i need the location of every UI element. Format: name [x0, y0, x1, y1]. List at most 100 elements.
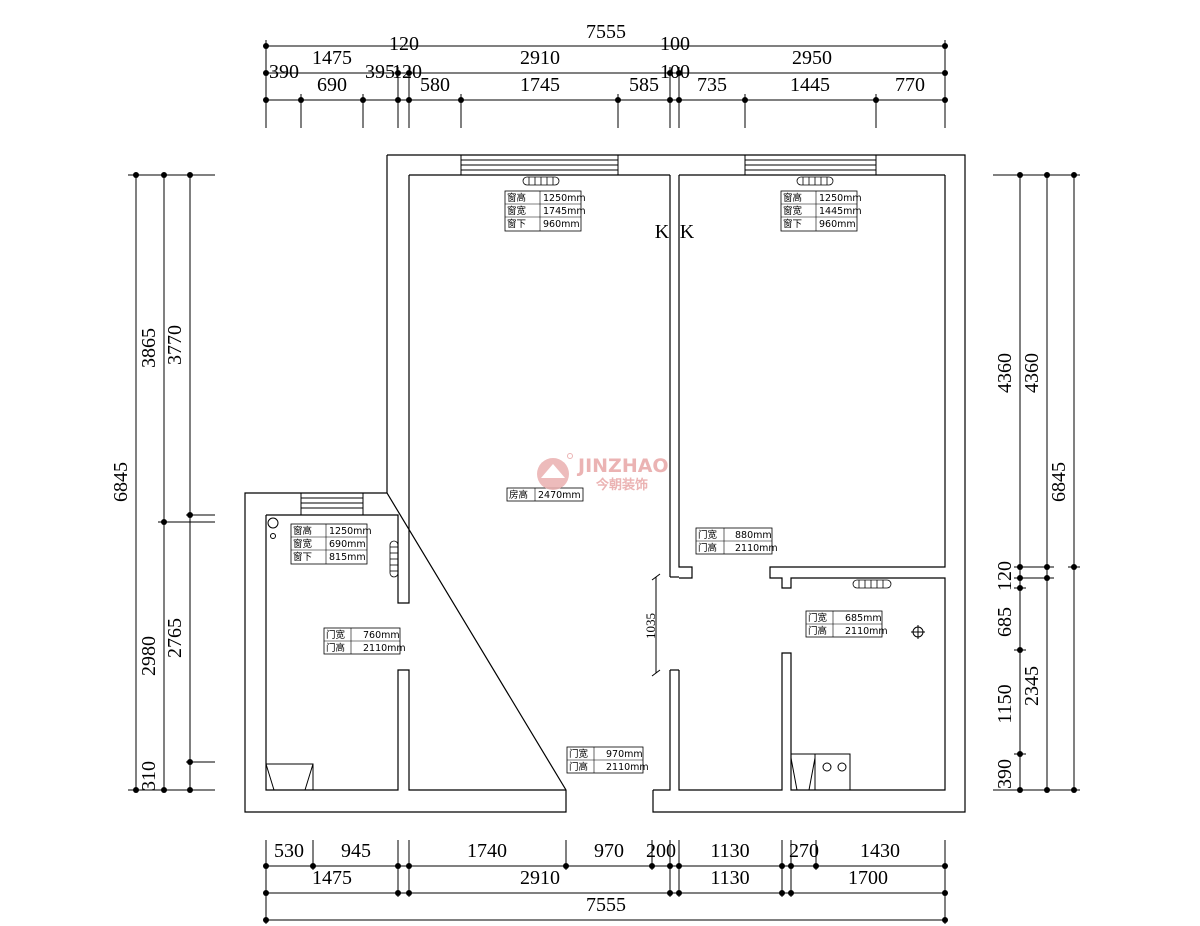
svg-text:门高: 门高: [698, 542, 717, 554]
svg-text:2110mm: 2110mm: [845, 626, 888, 637]
svg-text:房高: 房高: [509, 489, 528, 501]
svg-text:3770: 3770: [164, 325, 186, 365]
svg-text:580: 580: [420, 74, 450, 96]
svg-text:970: 970: [594, 840, 624, 862]
svg-text:200: 200: [646, 840, 676, 862]
radiator-top-left: [522, 176, 560, 186]
radiator-kitchen: [852, 579, 892, 589]
svg-text:1430: 1430: [860, 840, 900, 862]
svg-text:1250mm: 1250mm: [543, 193, 586, 204]
door-spec-table-1: 门宽 880mm 门高 2110mm: [695, 527, 778, 555]
floor-drain-icon: [911, 625, 925, 639]
svg-text:2470mm: 2470mm: [538, 490, 581, 501]
svg-text:1745: 1745: [520, 74, 560, 96]
svg-text:1250mm: 1250mm: [819, 193, 862, 204]
svg-text:390: 390: [994, 759, 1016, 789]
svg-text:窗下: 窗下: [507, 218, 526, 230]
window-top-left: [460, 154, 619, 176]
door-spec-table-2: 门宽 685mm 门高 2110mm: [805, 610, 888, 638]
svg-text:1250mm: 1250mm: [329, 526, 372, 537]
svg-text:770: 770: [895, 74, 925, 96]
marker-k-2: K: [680, 221, 695, 243]
window-spec-table-2: 窗高 1250mm 窗宽 1445mm 窗下 960mm: [780, 190, 862, 232]
top-dimension-labels: 7555 1475 120 2910 100 2950 390 690 395 …: [269, 21, 925, 96]
svg-text:门高: 门高: [326, 642, 345, 654]
svg-text:4360: 4360: [1021, 353, 1043, 393]
svg-text:门高: 门高: [569, 761, 588, 773]
radiator-left-room: [389, 540, 399, 578]
svg-text:2110mm: 2110mm: [363, 643, 406, 654]
svg-text:100: 100: [660, 33, 690, 55]
svg-text:815mm: 815mm: [329, 552, 366, 563]
window-top-right: [744, 154, 877, 176]
left-dimensions: [128, 174, 215, 791]
svg-text:1740: 1740: [467, 840, 507, 862]
svg-text:100: 100: [660, 61, 690, 83]
svg-text:1150: 1150: [994, 684, 1016, 723]
svg-text:585: 585: [629, 74, 659, 96]
svg-text:685mm: 685mm: [845, 613, 882, 624]
svg-text:1475: 1475: [312, 47, 352, 69]
room-height-table: 房高 2470mm: [506, 487, 584, 502]
top-dimensions: [265, 40, 946, 128]
svg-text:395: 395: [365, 61, 395, 83]
svg-text:窗下: 窗下: [783, 218, 802, 230]
logo-text: JINZHAO: [576, 455, 669, 477]
svg-text:1445: 1445: [790, 74, 830, 96]
door-opening-dim: [651, 573, 661, 677]
svg-text:门宽: 门宽: [326, 629, 346, 641]
svg-text:2910: 2910: [520, 47, 560, 69]
svg-text:窗下: 窗下: [293, 551, 312, 563]
door-spec-table-3: 门宽 760mm 门高 2110mm: [323, 627, 406, 655]
svg-text:窗宽: 窗宽: [783, 205, 803, 217]
svg-text:690: 690: [317, 74, 347, 96]
jinzhao-logo: JINZHAO 今朝装饰: [537, 453, 669, 493]
radiator-top-right: [796, 176, 834, 186]
right-dimension-dots: [1017, 172, 1077, 793]
window-spec-table-3: 窗高 1250mm 窗宽 690mm 窗下 815mm: [290, 523, 372, 565]
bottom-dimensions: [265, 840, 946, 924]
svg-text:窗宽: 窗宽: [507, 205, 527, 217]
svg-text:1130: 1130: [710, 867, 749, 889]
svg-text:3865: 3865: [138, 328, 160, 368]
top-dimension-dots: [263, 43, 948, 103]
bottom-dimension-dots: [263, 863, 948, 923]
svg-text:2950: 2950: [792, 47, 832, 69]
svg-text:945: 945: [341, 840, 371, 862]
window-left-room: [300, 492, 364, 516]
window-spec-table-1: 窗高 1250mm 窗宽 1745mm 窗下 960mm: [504, 190, 586, 232]
door-opening-label: 1035: [643, 613, 658, 639]
svg-text:120: 120: [392, 61, 422, 83]
svg-text:120: 120: [389, 33, 419, 55]
sink-left-icon: [265, 763, 314, 791]
door-spec-table-4: 门宽 970mm 门高 2110mm: [566, 746, 649, 774]
top-total: 7555: [586, 21, 626, 43]
pipe-circles-icon: [267, 517, 279, 539]
svg-text:880mm: 880mm: [735, 530, 772, 541]
svg-text:530: 530: [274, 840, 304, 862]
svg-text:窗高: 窗高: [293, 525, 312, 537]
svg-text:120: 120: [994, 561, 1016, 591]
svg-text:门宽: 门宽: [808, 612, 828, 624]
svg-text:6845: 6845: [110, 462, 132, 502]
svg-text:2345: 2345: [1021, 666, 1043, 706]
svg-text:门宽: 门宽: [698, 529, 718, 541]
svg-text:1700: 1700: [848, 867, 888, 889]
svg-text:310: 310: [138, 761, 160, 791]
svg-text:970mm: 970mm: [606, 749, 643, 760]
svg-text:1445mm: 1445mm: [819, 206, 862, 217]
left-dimension-dots: [133, 172, 193, 793]
svg-text:690mm: 690mm: [329, 539, 366, 550]
bottom-total: 7555: [586, 894, 626, 916]
svg-text:4360: 4360: [994, 353, 1016, 393]
svg-text:960mm: 960mm: [819, 219, 856, 230]
marker-k-1: K: [655, 221, 670, 243]
logo-cn: 今朝装饰: [595, 477, 648, 493]
sink-kitchen-icon: [790, 753, 816, 791]
svg-text:窗宽: 窗宽: [293, 538, 313, 550]
svg-text:1130: 1130: [710, 840, 749, 862]
svg-text:270: 270: [789, 840, 819, 862]
svg-text:1475: 1475: [312, 867, 352, 889]
svg-text:2110mm: 2110mm: [606, 762, 649, 773]
